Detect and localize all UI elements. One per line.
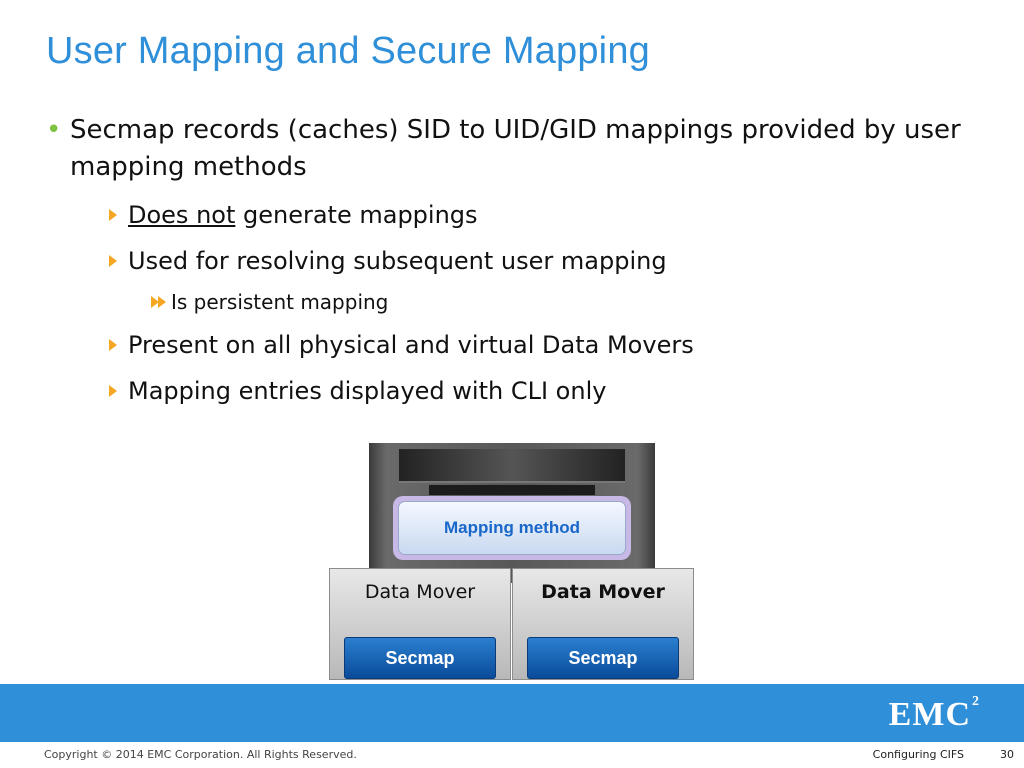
data-mover-right-label: Data Mover xyxy=(541,581,665,603)
sub-bullet-2-text: Used for resolving subsequent user mappi… xyxy=(128,247,667,275)
emc-logo: EMC2 xyxy=(888,693,980,733)
sub-bullet-1-text: generate mappings xyxy=(235,201,478,229)
section-title: Configuring CIFS xyxy=(872,748,964,761)
arrow-right-icon xyxy=(109,209,117,221)
sub-sub-bullet-1: Is persistent mapping xyxy=(151,288,982,316)
footer-band: EMC2 xyxy=(0,684,1024,742)
secmap-left: Secmap xyxy=(344,637,496,679)
mapping-method-box: Mapping method xyxy=(393,496,631,560)
secmap-right: Secmap xyxy=(527,637,679,679)
bullet-main: • Secmap records (caches) SID to UID/GID… xyxy=(42,112,982,186)
bullet-main-text: Secmap records (caches) SID to UID/GID m… xyxy=(70,115,961,182)
bullet-list: • Secmap records (caches) SID to UID/GID… xyxy=(42,112,982,408)
sub-bullet-2: Used for resolving subsequent user mappi… xyxy=(109,244,982,278)
arrow-right-icon xyxy=(109,255,117,267)
sub-bullet-3-text: Present on all physical and virtual Data… xyxy=(128,331,694,359)
sub-bullet-1-underlined: Does not xyxy=(128,201,236,229)
secmap-diagram: Mapping method Data Mover Secmap Data Mo… xyxy=(329,443,695,681)
double-arrow-right-icon xyxy=(151,296,171,308)
page-number: 30 xyxy=(1000,748,1014,761)
arrow-right-icon xyxy=(109,339,117,351)
mapping-method-label: Mapping method xyxy=(398,501,626,555)
slide-title: User Mapping and Secure Mapping xyxy=(46,30,650,72)
sub-bullet-4: Mapping entries displayed with CLI only xyxy=(109,374,982,408)
sub-bullet-4-text: Mapping entries displayed with CLI only xyxy=(128,377,607,405)
sub-sub-bullet-1-text: Is persistent mapping xyxy=(171,290,389,314)
sub-bullet-3: Present on all physical and virtual Data… xyxy=(109,328,982,362)
arrow-right-icon xyxy=(109,385,117,397)
data-mover-left-label: Data Mover xyxy=(364,581,476,603)
data-mover-left: Data Mover Secmap xyxy=(329,568,511,680)
sub-bullet-1: Does not generate mappings xyxy=(109,198,982,232)
bullet-dot-icon: • xyxy=(46,115,62,145)
data-mover-right: Data Mover Secmap xyxy=(512,568,694,680)
copyright-text: Copyright © 2014 EMC Corporation. All Ri… xyxy=(44,748,357,761)
